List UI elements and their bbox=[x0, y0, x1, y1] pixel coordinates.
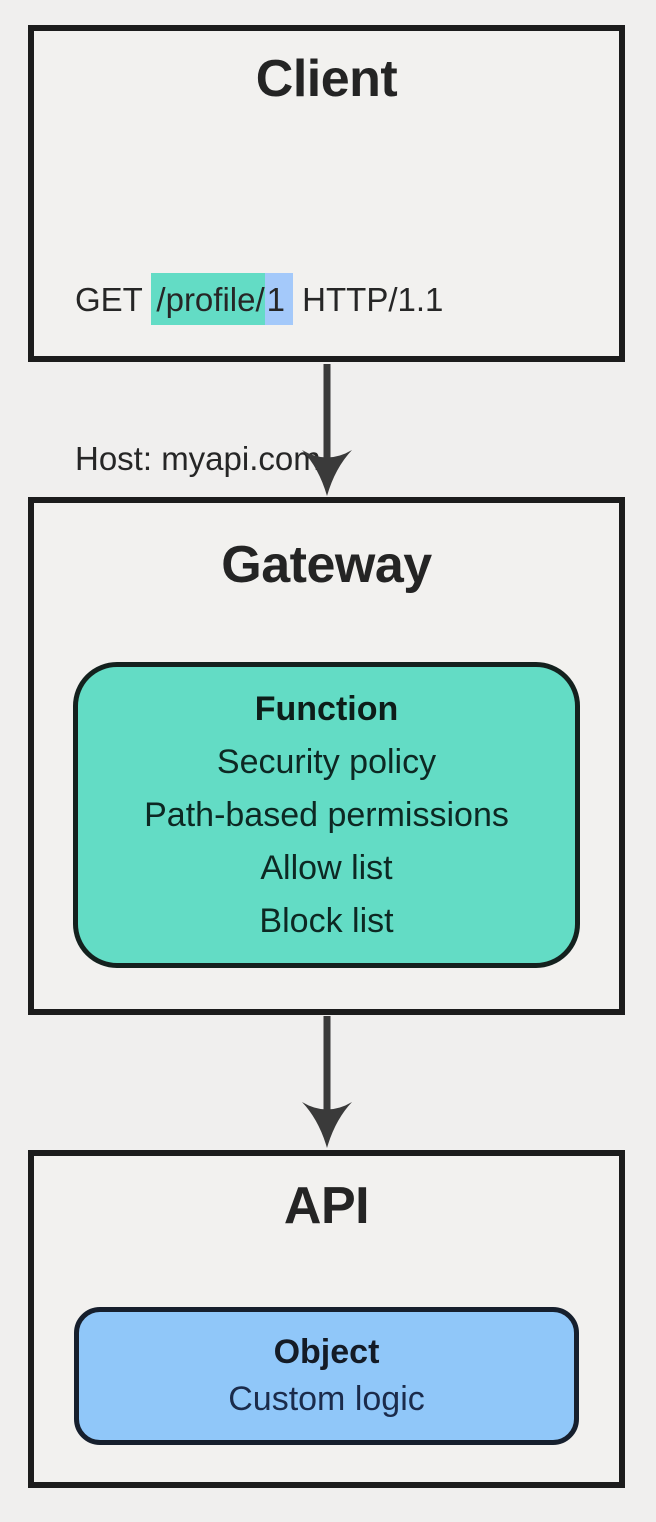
object-box: Object Custom logic bbox=[74, 1307, 579, 1445]
function-box-item: Path-based permissions bbox=[144, 795, 509, 834]
gateway-to-api-arrow-icon bbox=[302, 1016, 352, 1148]
api-title: API bbox=[283, 1177, 370, 1235]
api-node: API Object Custom logic bbox=[28, 1150, 625, 1488]
client-node: Client GET /profile/1 HTTP/1.1 Host: mya… bbox=[28, 25, 625, 636]
object-box-title: Object bbox=[273, 1333, 380, 1371]
request-id-highlight: 1 bbox=[264, 273, 293, 325]
gateway-title: Gateway bbox=[221, 536, 432, 594]
request-line: GET /profile/1 HTTP/1.1 bbox=[75, 273, 619, 326]
request-method: GET bbox=[75, 281, 152, 318]
gateway-node: Gateway Function Security policy Path-ba… bbox=[28, 497, 625, 1015]
host-header-line: Host: myapi.com bbox=[75, 440, 321, 477]
function-box: Function Security policy Path-based perm… bbox=[73, 662, 580, 968]
client-to-gateway-arrow-icon bbox=[302, 364, 352, 496]
object-box-item: Custom logic bbox=[228, 1380, 425, 1418]
function-box-item: Security policy bbox=[216, 742, 437, 781]
function-box-item: Block list bbox=[259, 901, 394, 940]
function-box-title: Function bbox=[254, 689, 399, 728]
request-protocol: HTTP/1.1 bbox=[293, 281, 444, 318]
function-box-item: Allow list bbox=[260, 848, 393, 887]
request-path-highlight: /profile/ bbox=[151, 273, 265, 325]
client-title: Client bbox=[255, 50, 398, 108]
